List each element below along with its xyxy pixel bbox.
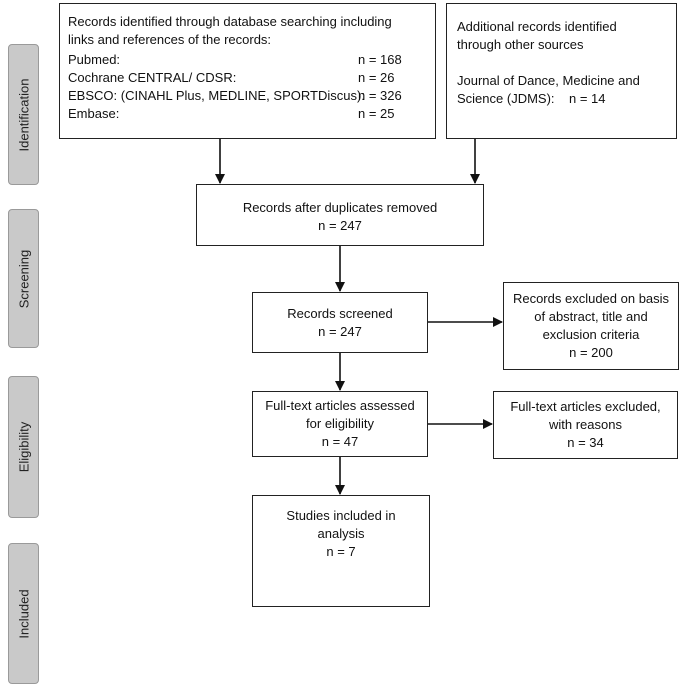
studies-included-count: n = 7 bbox=[326, 544, 356, 559]
database-heading-line2: links and references of the records: bbox=[68, 32, 272, 47]
stage-included: Included bbox=[8, 543, 39, 684]
records-screened-count: n = 247 bbox=[318, 324, 362, 339]
fulltext-assessed-line2: for eligibility bbox=[306, 416, 374, 431]
studies-included-line2: analysis bbox=[317, 526, 365, 541]
other-sources-line2: through other sources bbox=[457, 37, 584, 52]
records-excluded-line2: of abstract, title and bbox=[534, 309, 648, 324]
other-sources-line3: Journal of Dance, Medicine and bbox=[457, 73, 640, 88]
records-excluded-box: Records excluded on basis of abstract, t… bbox=[503, 282, 679, 370]
other-sources-line4: Science (JDMS): bbox=[457, 91, 555, 106]
database-count-pubmed: n = 168 bbox=[358, 52, 402, 67]
fulltext-assessed-line1: Full-text articles assessed bbox=[265, 398, 415, 413]
stage-screening: Screening bbox=[8, 209, 39, 348]
database-source-ebsco: EBSCO: (CINAHL Plus, MEDLINE, SPORTDiscu… bbox=[68, 88, 365, 103]
other-sources-line1: Additional records identified bbox=[457, 19, 617, 34]
studies-included-line1: Studies included in bbox=[286, 508, 396, 523]
fulltext-excluded-line2: with reasons bbox=[549, 417, 622, 432]
records-excluded-line1: Records excluded on basis bbox=[512, 291, 670, 306]
database-count-cochrane: n = 26 bbox=[358, 70, 395, 85]
database-source-embase: Embase: bbox=[68, 106, 120, 121]
database-source-pubmed: Pubmed: bbox=[68, 52, 121, 67]
other-sources-box: Additional records identified through ot… bbox=[446, 3, 677, 139]
records-screened-label: Records screened bbox=[287, 306, 393, 321]
studies-included-box: Studies included in analysis n = 7 bbox=[252, 495, 430, 607]
duplicates-removed-box: Records after duplicates removed n = 247 bbox=[196, 184, 484, 246]
fulltext-excluded-box: Full-text articles excluded, with reason… bbox=[493, 391, 678, 459]
records-excluded-count: n = 200 bbox=[569, 345, 613, 360]
records-screened-box: Records screened n = 247 bbox=[252, 292, 428, 353]
database-count-embase: n = 25 bbox=[358, 106, 395, 121]
database-source-cochrane: Cochrane CENTRAL/ CDSR: bbox=[68, 70, 237, 85]
records-excluded-line3: exclusion criteria bbox=[542, 327, 640, 342]
database-search-box: Records identified through database sear… bbox=[59, 3, 436, 139]
database-count-ebsco: n = 326 bbox=[358, 88, 402, 103]
fulltext-assessed-box: Full-text articles assessed for eligibil… bbox=[252, 391, 428, 457]
fulltext-excluded-line1: Full-text articles excluded, bbox=[510, 399, 661, 414]
fulltext-excluded-count: n = 34 bbox=[567, 435, 604, 450]
duplicates-removed-count: n = 247 bbox=[318, 218, 362, 233]
duplicates-removed-label: Records after duplicates removed bbox=[242, 200, 438, 215]
other-sources-count: n = 14 bbox=[569, 91, 606, 106]
database-heading-line1: Records identified through database sear… bbox=[68, 14, 392, 29]
stage-eligibility: Eligibility bbox=[8, 376, 39, 518]
fulltext-assessed-count: n = 47 bbox=[321, 434, 359, 449]
stage-identification: Identification bbox=[8, 44, 39, 185]
